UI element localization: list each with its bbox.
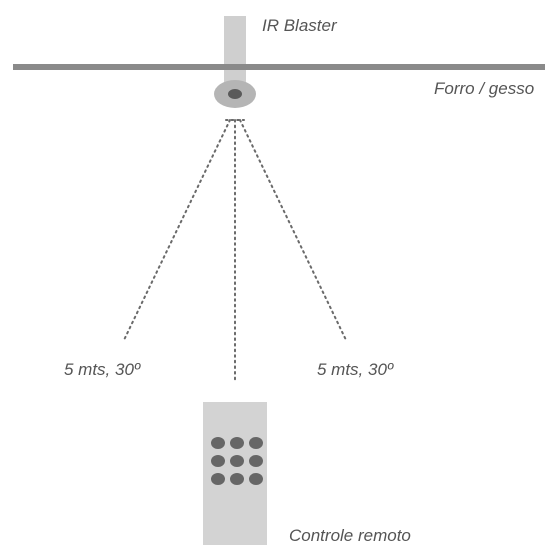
remote-button xyxy=(249,455,263,467)
remote-button xyxy=(211,455,225,467)
ceiling-label: Forro / gesso xyxy=(434,79,535,98)
range-label-left: 5 mts, 30º xyxy=(64,360,141,379)
remote-button xyxy=(230,455,244,467)
remote-button xyxy=(249,437,263,449)
remote-button xyxy=(211,437,225,449)
remote-button-grid xyxy=(211,437,263,485)
ceiling-line xyxy=(13,64,545,70)
remote-button xyxy=(249,473,263,485)
ir-blaster-label: IR Blaster xyxy=(262,16,337,35)
beam-right xyxy=(239,119,347,341)
remote-button xyxy=(230,437,244,449)
blaster-mount-bar xyxy=(224,16,246,84)
remote-button xyxy=(211,473,225,485)
remote-label: Controle remoto xyxy=(289,526,411,545)
emitter-lens xyxy=(228,89,242,99)
beam-left xyxy=(123,119,231,341)
range-label-right: 5 mts, 30º xyxy=(317,360,394,379)
remote-button xyxy=(230,473,244,485)
